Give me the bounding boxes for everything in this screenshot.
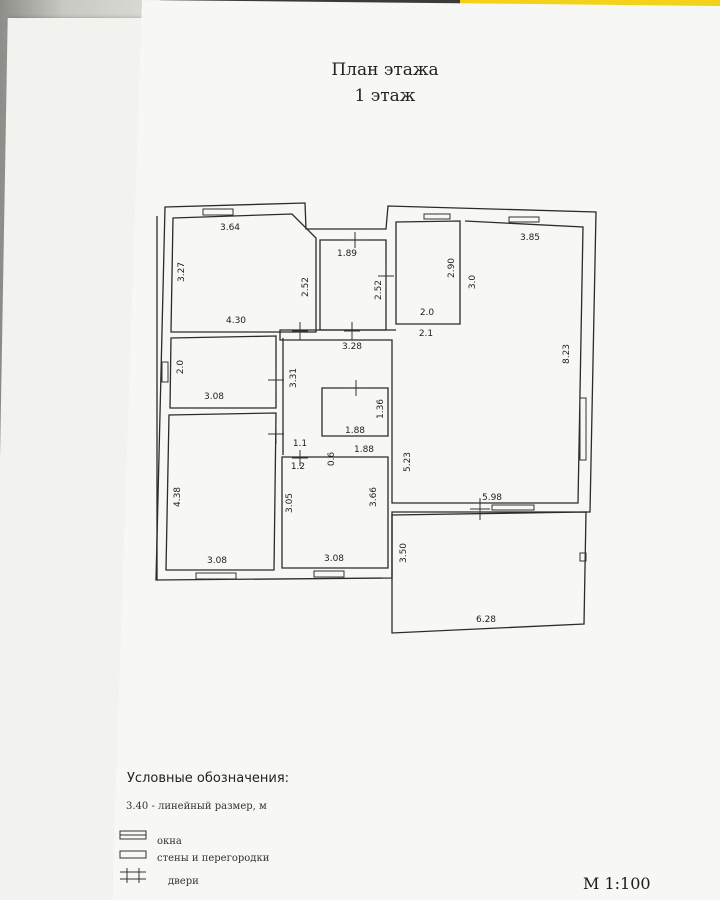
- dim-hall: 3.28: [341, 342, 363, 352]
- dim-room1-bottom: 4.30: [225, 316, 247, 326]
- room-top-right-small: [395, 220, 461, 325]
- dim-bottommid-top: 1.88: [353, 445, 375, 455]
- legend-title: Условные обозначения:: [127, 771, 290, 786]
- dim-small-right: 2.52: [374, 279, 384, 301]
- dim-right-small-bottom: 2.0: [419, 308, 435, 318]
- room-top-left: [170, 213, 317, 333]
- scale-label: М 1:100: [583, 874, 651, 893]
- dim-bath-side: 1.36: [376, 398, 386, 420]
- legend-doors: двери: [168, 876, 199, 887]
- plan-title: План этажа: [331, 60, 439, 80]
- dim-midleft-bottom: 3.08: [203, 392, 225, 402]
- dim-terrace-side: 3.50: [399, 542, 409, 564]
- dim-large-left: 3.0: [468, 274, 478, 290]
- dim-corridor: 3.31: [289, 367, 299, 389]
- dim-bath-bottom: 1.88: [344, 426, 366, 436]
- room-mid-left: [169, 335, 277, 409]
- dim-large-bottom: 5.98: [481, 493, 503, 503]
- dim-large-lower: 5.23: [403, 451, 413, 473]
- dim-bottommid-left: 3.05: [285, 492, 295, 514]
- legend-walls: стены и перегородки: [157, 853, 270, 864]
- floor-subtitle: 1 этаж: [354, 86, 416, 106]
- dim-bottommid-right: 3.66: [369, 486, 379, 508]
- terrace: [391, 511, 587, 634]
- dim-passage: 2.1: [418, 329, 434, 339]
- doors: [268, 232, 587, 562]
- room-bottom-middle: [281, 456, 389, 569]
- door-symbol-icon: [120, 868, 146, 883]
- dim-bottomleft-bottom: 3.08: [206, 556, 228, 566]
- windows: [161, 208, 587, 580]
- room-bottom-left: [165, 412, 277, 571]
- dim-corridor-width: 1.1: [292, 439, 308, 449]
- legend-symbols: [119, 830, 147, 883]
- wall-symbol-icon: [119, 850, 147, 859]
- dim-room1-left: 3.27: [177, 261, 187, 283]
- legend-windows: окна: [157, 836, 182, 847]
- dim-right-small-side: 2.90: [447, 257, 457, 279]
- legend-dimension-note: 3.40 - линейный размер, м: [126, 801, 267, 812]
- dim-bottommid-bottom: 3.08: [323, 554, 345, 564]
- room-large: [279, 220, 584, 504]
- floor-plan-page: [112, 0, 720, 900]
- dim-small-top: 1.89: [336, 249, 358, 259]
- dim-terrace-bottom: 6.28: [475, 615, 497, 625]
- dim-step: 0.6: [327, 451, 337, 467]
- dim-midleft-side: 2.0: [176, 359, 186, 375]
- dim-room1-right: 2.52: [301, 276, 311, 298]
- dim-room1-top: 3.64: [219, 223, 241, 233]
- dim-large-right: 8.23: [562, 343, 572, 365]
- dim-large-top: 3.85: [519, 233, 541, 243]
- dim-corridor-end: 1.2: [290, 462, 306, 472]
- dim-bottomleft-side: 4.38: [173, 486, 183, 508]
- outer-wall: [155, 202, 597, 581]
